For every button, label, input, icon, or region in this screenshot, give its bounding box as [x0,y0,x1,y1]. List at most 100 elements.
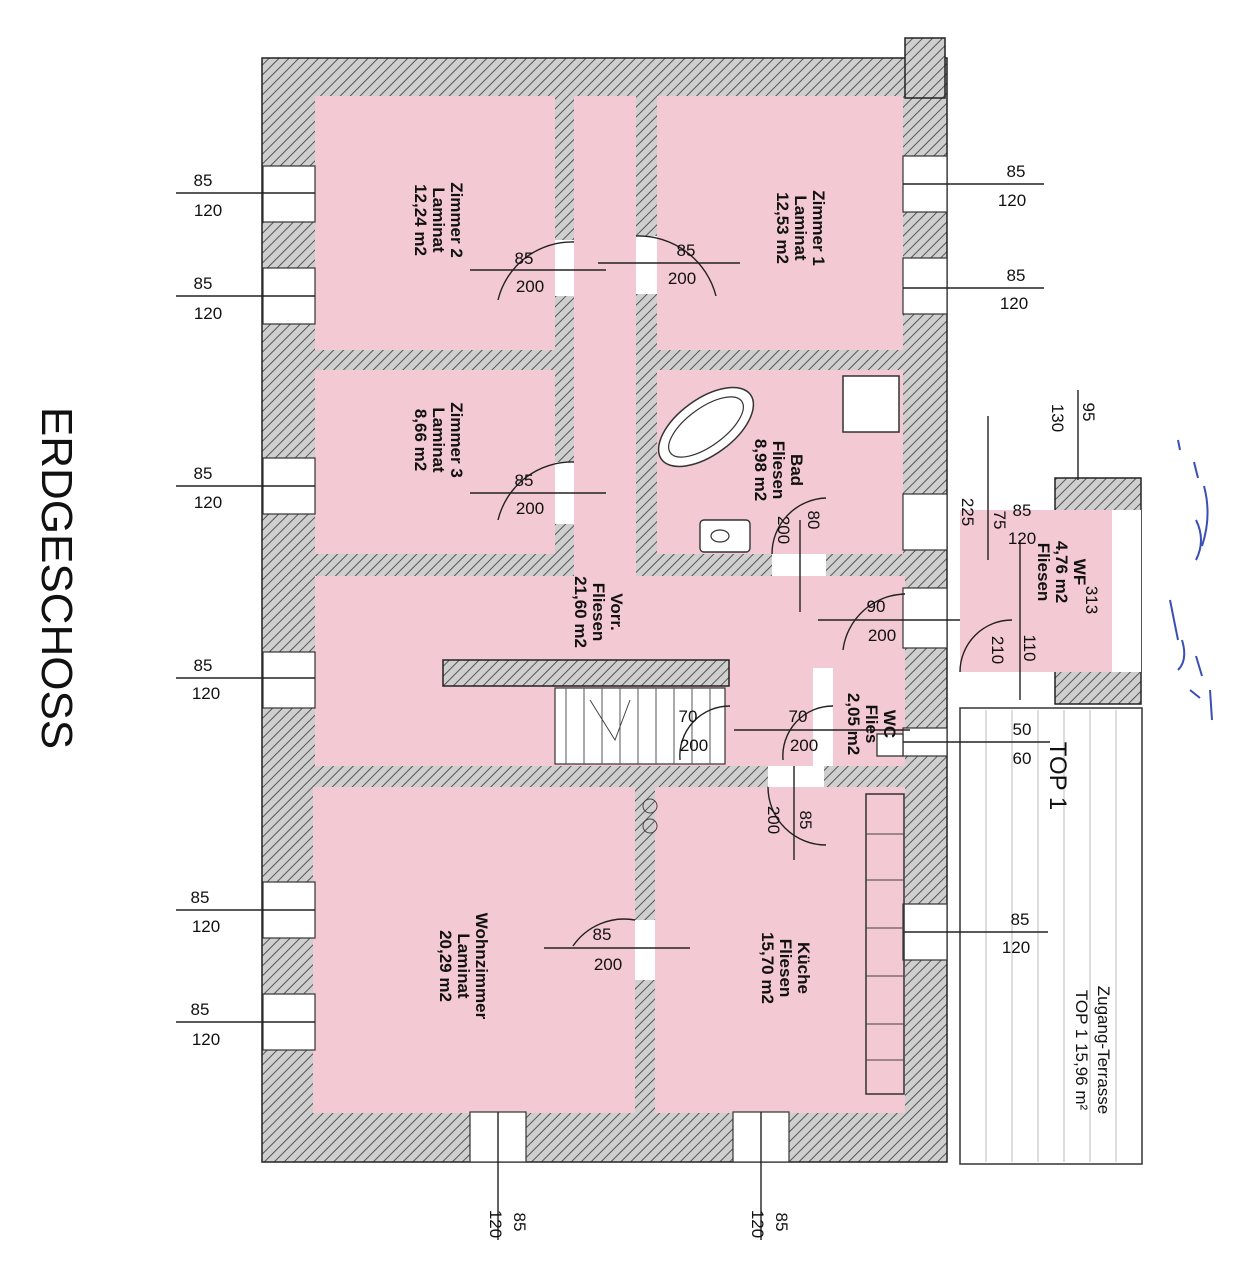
door-swings [497,235,1013,947]
dimension-lines [176,183,1079,1240]
svg-text:130: 130 [1048,404,1067,432]
svg-text:120: 120 [192,1030,220,1049]
zimmer1-name: Zimmer 1 [809,190,828,266]
svg-text:200: 200 [868,626,896,645]
svg-text:120: 120 [748,1210,767,1238]
room-zimmer2 [315,96,555,350]
wf-dim-labels: 95 130 313 110 85 120 75 225 [958,403,1101,662]
svg-text:200: 200 [790,736,818,755]
svg-text:85: 85 [515,249,534,268]
vorr-area: 21,60 m2 [571,576,590,648]
wc-floor: Flies [862,705,881,744]
svg-text:85: 85 [194,274,213,293]
svg-text:75: 75 [990,511,1009,530]
wohnzimmer-floor: Laminat [454,933,473,999]
svg-text:70: 70 [679,707,698,726]
svg-text:85: 85 [1011,910,1030,929]
bad-floor: Fliesen [769,441,788,500]
svg-text:85: 85 [1013,501,1032,520]
wohnzimmer-area: 20,29 m2 [436,930,455,1002]
svg-text:85: 85 [593,925,612,944]
svg-text:50: 50 [1013,720,1032,739]
svg-text:200: 200 [764,806,783,834]
wf-floor: Fliesen [1034,543,1053,602]
vorr-floor: Fliesen [589,583,608,642]
wohnzimmer-name: Wohnzimmer [472,913,491,1020]
svg-text:313: 313 [1082,586,1101,614]
wf-name: WF [1070,559,1089,585]
door-openings [555,236,833,980]
bathtub [657,386,755,468]
toilet-wc [876,733,904,757]
unit-label: TOP 1 [1044,742,1071,810]
svg-text:120: 120 [486,1210,505,1238]
wc-area: 2,05 m2 [844,693,863,755]
zimmer3-floor: Laminat [429,407,448,473]
kitchen-counter [865,793,905,1095]
svg-text:90: 90 [867,597,886,616]
svg-text:120: 120 [192,684,220,703]
kueche-name: Küche [794,942,813,994]
handwritten-scribble [1169,439,1213,721]
svg-text:200: 200 [594,955,622,974]
svg-text:85: 85 [772,1213,791,1232]
room-kueche [655,787,905,1113]
svg-text:200: 200 [774,516,793,544]
svg-text:120: 120 [998,191,1026,210]
room-zimmer1 [657,96,903,350]
svg-text:210: 210 [988,636,1007,664]
svg-text:85: 85 [1007,266,1026,285]
terrasse-detail: TOP 1 15,96 m² [1072,990,1091,1111]
door-dim-labels: 85 200 85 200 85 200 200 80 90 200 70 20… [515,241,1007,974]
zimmer3-name: Zimmer 3 [447,402,466,478]
window-dim-labels: 85 120 85 120 85 120 85 120 85 120 85 12… [191,162,1032,1238]
svg-text:85: 85 [515,471,534,490]
wc-name: WC [880,710,899,738]
svg-text:85: 85 [194,171,213,190]
bad-area: 8,98 m2 [751,439,770,501]
svg-text:200: 200 [668,269,696,288]
stair-landing-wall [442,659,730,687]
svg-text:80: 80 [804,511,823,530]
zimmer2-name: Zimmer 2 [447,182,466,258]
terrace [959,707,1143,1165]
svg-text:120: 120 [194,201,222,220]
svg-text:85: 85 [510,1213,529,1232]
svg-text:200: 200 [516,277,544,296]
stair-arrow [589,699,631,742]
svg-text:225: 225 [958,498,977,526]
svg-text:85: 85 [194,656,213,675]
svg-text:85: 85 [796,811,815,830]
room-corridor-strip [574,96,636,576]
svg-text:120: 120 [1000,294,1028,313]
svg-text:120: 120 [194,304,222,323]
staircase [554,687,726,765]
zimmer3-area: 8,66 m2 [411,409,430,471]
svg-text:85: 85 [191,888,210,907]
svg-text:110: 110 [1020,634,1039,661]
chimney-circles [642,798,658,834]
room-wf [960,510,1112,672]
svg-text:120: 120 [194,493,222,512]
shower-tray [842,375,900,433]
terrace-grid [985,710,1117,1162]
svg-text:200: 200 [680,736,708,755]
terrasse-name: Zugang-Terrasse [1094,986,1113,1115]
svg-text:60: 60 [1013,749,1032,768]
vorr-name: Vorr. [607,593,626,630]
svg-text:120: 120 [192,917,220,936]
zimmer1-floor: Laminat [791,195,810,261]
toilet-bad [699,519,751,553]
room-wohnzimmer [313,787,635,1113]
svg-text:200: 200 [516,499,544,518]
room-zimmer3 [315,370,555,554]
kueche-area: 15,70 m2 [758,932,777,1004]
svg-text:85: 85 [677,241,696,260]
zimmer2-area: 12,24 m2 [411,184,430,256]
kueche-floor: Fliesen [776,939,795,998]
zimmer1-area: 12,53 m2 [773,192,792,264]
svg-text:120: 120 [1002,938,1030,957]
svg-text:85: 85 [194,464,213,483]
svg-text:70: 70 [789,707,808,726]
